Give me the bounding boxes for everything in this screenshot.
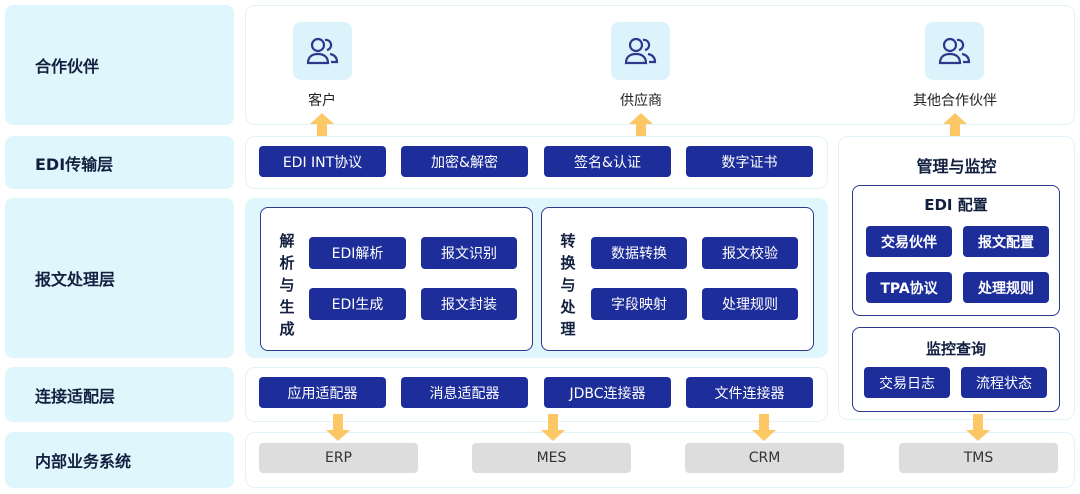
parse-group-title: 解析与生成 — [279, 232, 295, 338]
transport-item[interactable]: 签名&认证 — [544, 146, 671, 177]
monitor-title: 监控查询 — [925, 340, 986, 358]
arrow-up-icon — [629, 113, 653, 124]
transform-group — [541, 207, 814, 351]
arrow-up-icon — [310, 113, 334, 124]
partner-customer: 客户 — [308, 93, 336, 109]
arrow-down-icon — [541, 430, 565, 441]
transform-item[interactable]: 字段映射 — [591, 288, 687, 320]
monitor-item[interactable]: 交易日志 — [864, 367, 950, 398]
transform-item[interactable]: 处理规则 — [702, 288, 798, 320]
users-icon — [293, 22, 352, 80]
config-title: EDI 配置 — [924, 196, 988, 214]
system-item[interactable]: MES — [472, 443, 631, 473]
adapter-item[interactable]: 文件连接器 — [686, 377, 813, 408]
transform-group-title: 转换与处理 — [560, 232, 576, 338]
config-item[interactable]: 处理规则 — [963, 272, 1049, 303]
arrow-up-icon — [943, 113, 967, 124]
management-title: 管理与监控 — [916, 157, 997, 176]
parse-item[interactable]: EDI解析 — [309, 237, 406, 269]
parse-item[interactable]: 报文封装 — [421, 288, 517, 320]
monitor-item[interactable]: 流程状态 — [961, 367, 1047, 398]
transform-item[interactable]: 报文校验 — [702, 237, 798, 269]
layer-label-systems: 内部业务系统 — [5, 432, 234, 488]
system-item[interactable]: TMS — [899, 443, 1058, 473]
arrow-down-icon — [326, 430, 350, 441]
transport-item[interactable]: 加密&解密 — [401, 146, 528, 177]
layer-label-adapter: 连接适配层 — [5, 367, 234, 422]
system-item[interactable]: ERP — [259, 443, 418, 473]
system-item[interactable]: CRM — [685, 443, 844, 473]
adapter-item[interactable]: JDBC连接器 — [544, 377, 671, 408]
arrow-down-icon — [752, 430, 776, 441]
config-item[interactable]: 交易伙伴 — [866, 226, 952, 257]
parse-group — [260, 207, 533, 351]
layer-label-partners: 合作伙伴 — [5, 5, 234, 125]
layer-label-processing: 报文处理层 — [5, 198, 234, 358]
config-item[interactable]: 报文配置 — [963, 226, 1049, 257]
arrow-down-icon — [966, 430, 990, 441]
adapter-item[interactable]: 应用适配器 — [259, 377, 386, 408]
parse-item[interactable]: EDI生成 — [309, 288, 406, 320]
adapter-item[interactable]: 消息适配器 — [401, 377, 528, 408]
partner-supplier: 供应商 — [620, 93, 662, 109]
users-icon — [925, 22, 984, 80]
transform-item[interactable]: 数据转换 — [591, 237, 687, 269]
layer-label-transport: EDI传输层 — [5, 136, 234, 189]
partner-other: 其他合作伙伴 — [913, 93, 997, 109]
users-icon — [611, 22, 670, 80]
config-item[interactable]: TPA协议 — [866, 272, 952, 303]
transport-item[interactable]: EDI INT协议 — [259, 146, 386, 177]
transport-item[interactable]: 数字证书 — [686, 146, 813, 177]
parse-item[interactable]: 报文识别 — [421, 237, 517, 269]
